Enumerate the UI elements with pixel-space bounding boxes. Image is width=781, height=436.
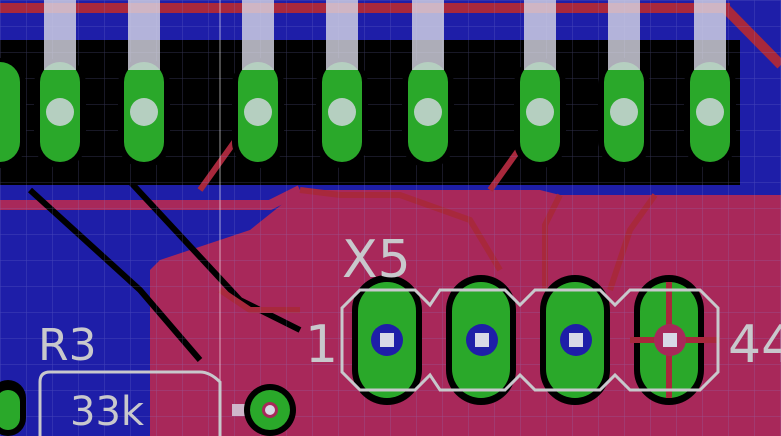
r3-value-label: 33k <box>70 389 145 435</box>
header-pin[interactable] <box>0 58 26 168</box>
connector-x5[interactable] <box>340 275 720 405</box>
header-pins[interactable] <box>0 0 736 168</box>
header-pin[interactable] <box>118 0 170 168</box>
r3-designator-label: R3 <box>38 320 97 371</box>
header-pin[interactable] <box>232 0 284 168</box>
header-pin[interactable] <box>34 0 86 168</box>
header-pin[interactable] <box>684 0 736 168</box>
resistor-r3[interactable] <box>0 370 296 436</box>
header-pin[interactable] <box>402 0 454 168</box>
x5-designator-label: X5 <box>342 230 411 290</box>
header-pin[interactable] <box>316 0 368 168</box>
x5-pin1-label: 1 <box>305 315 338 375</box>
header-pin[interactable] <box>514 0 566 168</box>
x5-pin44-label: 44 <box>728 315 781 375</box>
header-pin[interactable] <box>598 0 650 168</box>
